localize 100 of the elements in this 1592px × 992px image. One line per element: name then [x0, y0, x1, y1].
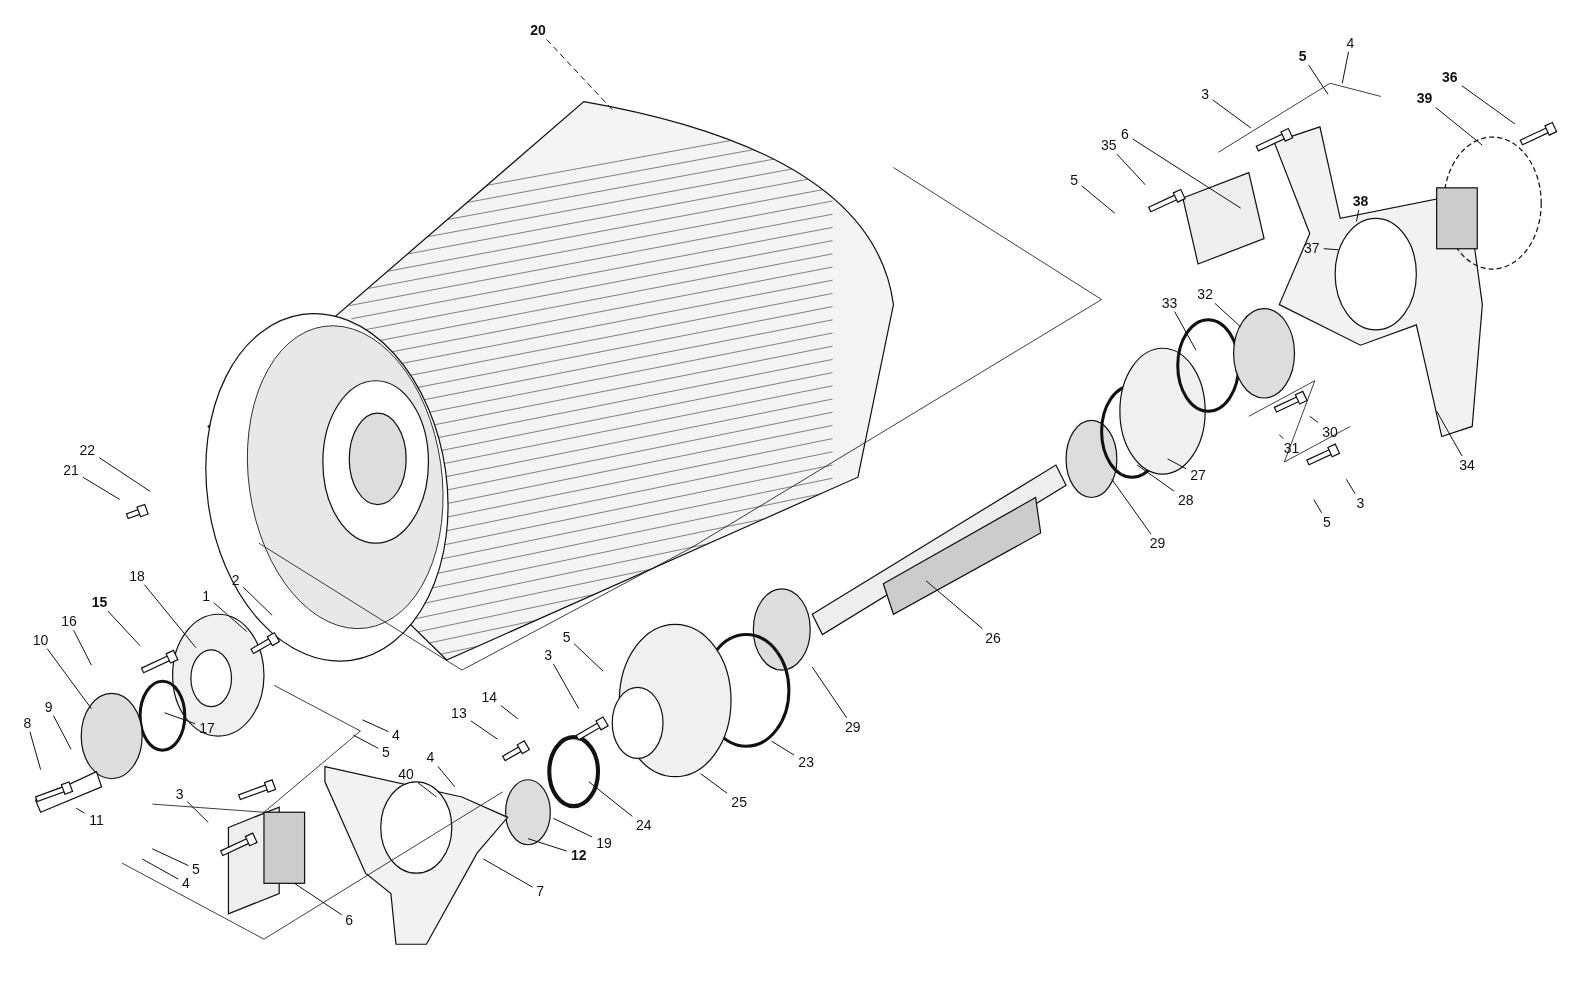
- callout-number: 6: [1121, 126, 1129, 142]
- leader-line: [29, 731, 42, 771]
- callout-number: 37: [1304, 239, 1320, 256]
- leader-line: [1278, 434, 1284, 440]
- callout-number: 17: [199, 719, 215, 736]
- callout-number: 39: [1416, 90, 1433, 107]
- callout-number: 4: [181, 875, 190, 892]
- callout-number: 9: [44, 698, 53, 715]
- callout-number: 19: [596, 834, 612, 851]
- leader-line: [1308, 64, 1329, 95]
- leader-line: [811, 666, 848, 719]
- leader-line: [151, 848, 189, 867]
- leader-line: [186, 800, 209, 823]
- leader-line: [546, 38, 615, 113]
- callout-number: 16: [61, 613, 77, 630]
- leader-line: [46, 648, 92, 710]
- leader-line: [98, 457, 151, 492]
- callout-number: 22: [79, 441, 96, 458]
- callout-number: 34: [1459, 457, 1475, 473]
- leader-line: [552, 817, 593, 838]
- leader-line: [1461, 85, 1516, 125]
- callout-number: 36: [1442, 69, 1458, 86]
- callout-number: 12: [570, 846, 587, 863]
- callout-number: 24: [635, 817, 652, 834]
- leader-line: [700, 773, 728, 794]
- leader-line: [52, 715, 72, 750]
- leader-line: [1111, 478, 1152, 535]
- leader-line: [573, 643, 604, 672]
- leader-line: [1435, 107, 1483, 146]
- callout-number: 35: [1100, 137, 1117, 154]
- callout-number: 32: [1197, 286, 1213, 303]
- callout-number: 2: [231, 571, 240, 588]
- callout-number: 4: [392, 727, 400, 744]
- leader-line: [1081, 185, 1116, 214]
- leader-line: [1212, 99, 1252, 129]
- leader-line: [1174, 311, 1197, 351]
- callout-number: 30: [1322, 423, 1338, 440]
- callout-number: 7: [536, 883, 545, 900]
- callout-number: 33: [1161, 294, 1178, 311]
- leader-line: [1436, 410, 1463, 457]
- leader-line: [1136, 464, 1175, 492]
- callout-number: 27: [1190, 467, 1206, 484]
- leader-line: [1131, 138, 1242, 209]
- callout-number: 38: [1352, 193, 1369, 209]
- callout-number: 26: [985, 629, 1001, 646]
- leader-line: [141, 858, 179, 880]
- leader-line: [1323, 248, 1339, 251]
- callout-number: 13: [451, 704, 467, 721]
- callout-number: 6: [345, 911, 354, 928]
- leader-line: [1214, 302, 1242, 328]
- callout-number: 15: [91, 594, 108, 611]
- leader-line: [588, 781, 633, 817]
- leader-line: [293, 882, 343, 916]
- callout-number: 31: [1283, 439, 1300, 456]
- leader-line: [527, 838, 568, 852]
- leader-line: [1309, 415, 1319, 423]
- leader-line: [925, 580, 983, 630]
- callout-number: 29: [1149, 535, 1166, 552]
- callout-number: 4: [1346, 34, 1355, 51]
- leader-line: [1345, 478, 1356, 495]
- leader-line: [82, 476, 121, 501]
- leader-line: [1341, 51, 1350, 84]
- leader-line: [417, 782, 438, 798]
- callout-number: 5: [381, 744, 390, 761]
- callout-number: 3: [1201, 86, 1210, 103]
- leader-line: [164, 712, 196, 725]
- callout-number: 20: [530, 22, 546, 39]
- callout-number: 11: [89, 812, 104, 829]
- callout-number: 1: [202, 588, 210, 604]
- leader-line: [771, 740, 795, 756]
- leader-line: [1355, 209, 1360, 222]
- leader-line: [73, 629, 92, 666]
- leader-line: [552, 663, 580, 710]
- callout-number: 5: [562, 628, 571, 645]
- callout-number: 23: [798, 754, 814, 771]
- leader-line: [213, 602, 248, 632]
- callout-number: 4: [426, 749, 435, 766]
- leader-line: [361, 719, 389, 733]
- leader-line: [107, 610, 141, 647]
- callout-number: 3: [175, 785, 184, 802]
- leader-line: [500, 705, 519, 720]
- callout-number: 14: [481, 688, 498, 705]
- leader-line: [143, 584, 197, 649]
- callout-number: 5: [1298, 47, 1307, 64]
- leader-line: [75, 807, 85, 814]
- leader-line: [482, 858, 534, 888]
- callout-number: 5: [1323, 513, 1331, 530]
- leader-line: [470, 720, 498, 740]
- leader-line: [352, 734, 379, 749]
- callout-number: 28: [1178, 491, 1194, 508]
- callout-number: 25: [731, 794, 747, 811]
- leader-line: [1167, 458, 1187, 470]
- callout-number: 18: [129, 567, 145, 584]
- callout-number: 8: [23, 714, 32, 731]
- callout-number: 29: [845, 718, 861, 735]
- callout-number: 3: [544, 646, 553, 663]
- leader-line: [1116, 153, 1146, 186]
- callout-number: 40: [398, 765, 414, 782]
- callout-number: 3: [1356, 494, 1365, 511]
- callout-number: 5: [1070, 171, 1079, 188]
